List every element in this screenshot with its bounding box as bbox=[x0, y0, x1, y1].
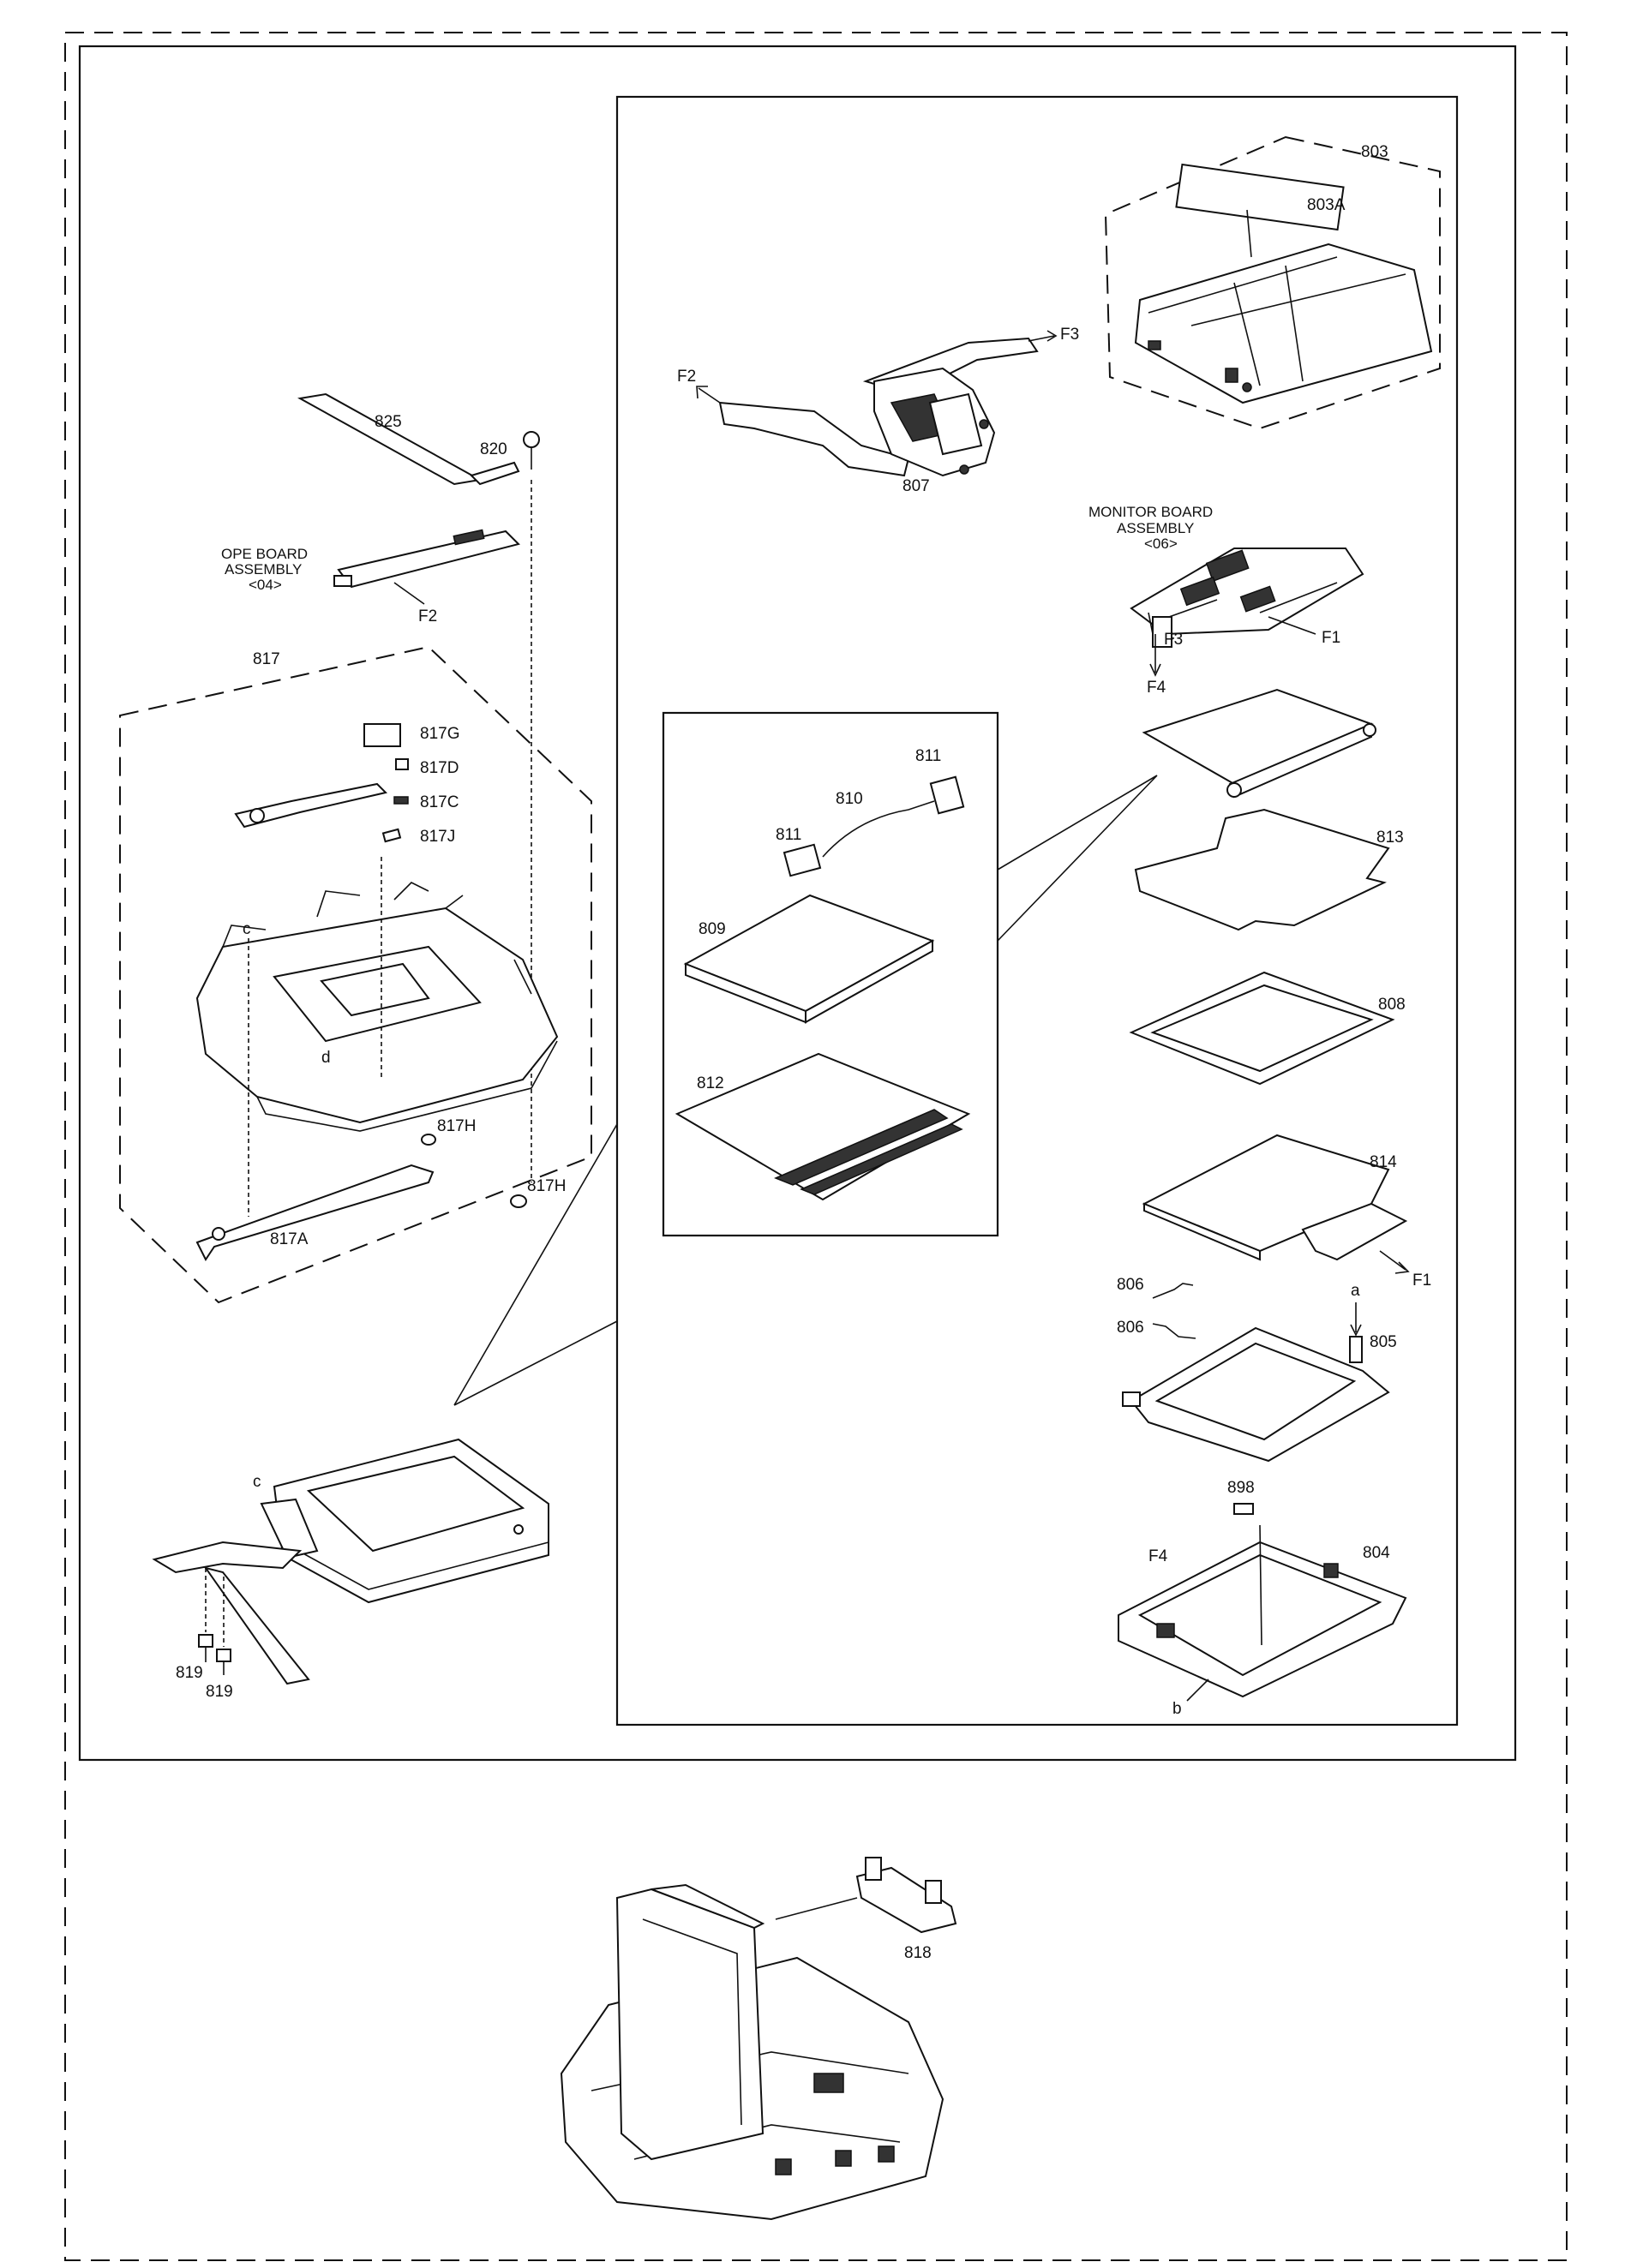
part-817h-b bbox=[510, 1194, 527, 1208]
label-f2-top: F2 bbox=[677, 368, 696, 386]
label-808: 808 bbox=[1378, 996, 1406, 1014]
label-803: 803 bbox=[1361, 143, 1388, 161]
label-f1-814: F1 bbox=[1412, 1272, 1431, 1290]
part-804-front-case bbox=[1118, 1524, 1407, 1698]
part-817c bbox=[393, 796, 409, 805]
label-817d: 817D bbox=[420, 759, 459, 777]
backlight-detail-frame bbox=[662, 711, 999, 1237]
label-d-frame: d bbox=[321, 1049, 331, 1067]
label-817j: 817J bbox=[420, 828, 455, 846]
part-817a-rail bbox=[195, 1164, 435, 1261]
part-805-chassis bbox=[1122, 1326, 1390, 1463]
label-807: 807 bbox=[902, 477, 930, 495]
part-820-bracket bbox=[470, 431, 540, 1182]
label-805: 805 bbox=[1370, 1333, 1397, 1351]
part-817d bbox=[395, 758, 409, 770]
label-c-frame: c bbox=[243, 920, 251, 938]
part-817g bbox=[363, 723, 401, 747]
label-f4-mon: F4 bbox=[1147, 679, 1166, 697]
label-819-a: 819 bbox=[176, 1664, 203, 1682]
part-813-sheet bbox=[1134, 808, 1390, 931]
label-f2-ope: F2 bbox=[418, 607, 437, 625]
label-810: 810 bbox=[836, 790, 863, 808]
label-811-a: 811 bbox=[915, 747, 941, 765]
label-f1-mon: F1 bbox=[1322, 629, 1340, 647]
monitor-board-assembly bbox=[1130, 548, 1364, 648]
part-817-group-outline bbox=[119, 645, 592, 1304]
monitor-assembly-frame bbox=[615, 95, 1459, 1726]
leader-f2-ope bbox=[393, 582, 425, 605]
label-806-a: 806 bbox=[1117, 1276, 1144, 1294]
label-898: 898 bbox=[1227, 1479, 1255, 1497]
label-a: a bbox=[1351, 1282, 1360, 1300]
part-807-hinge bbox=[718, 337, 1039, 477]
monitor-hinge-flex bbox=[152, 1498, 319, 1685]
label-f4-804: F4 bbox=[1148, 1547, 1168, 1565]
label-817h-a: 817H bbox=[437, 1117, 476, 1135]
label-817a: 817A bbox=[270, 1230, 309, 1248]
part-898-label bbox=[1233, 1503, 1254, 1515]
part-825-flex-cable bbox=[297, 392, 483, 486]
detail-callout-lines bbox=[997, 775, 1158, 942]
label-818: 818 bbox=[904, 1944, 932, 1962]
leader-b bbox=[1186, 1679, 1209, 1702]
arrow-f4-mon bbox=[1149, 634, 1161, 677]
monitor-unit bbox=[273, 1438, 549, 1604]
label-ope-board-3: <04> bbox=[249, 577, 282, 593]
label-monitor-board-3: <06> bbox=[1144, 536, 1178, 552]
part-809-light-guide bbox=[683, 894, 935, 1024]
label-814: 814 bbox=[1370, 1153, 1397, 1171]
label-b: b bbox=[1172, 1700, 1182, 1718]
part-817-rail bbox=[234, 782, 387, 829]
label-f3-top: F3 bbox=[1060, 326, 1079, 344]
part-803-rear-case bbox=[1104, 135, 1441, 430]
label-monitor-board-1: MONITOR BOARD bbox=[1088, 504, 1213, 520]
part-808-frame bbox=[1129, 971, 1395, 1086]
label-819-b: 819 bbox=[206, 1683, 233, 1701]
label-804: 804 bbox=[1363, 1544, 1390, 1562]
part-818-hinge-cover bbox=[855, 1857, 957, 1934]
label-811-b: 811 bbox=[776, 826, 801, 844]
label-809: 809 bbox=[699, 920, 726, 938]
part-806-springs bbox=[1152, 1283, 1196, 1339]
part-817h-a bbox=[421, 1134, 436, 1146]
main-assembly-frame bbox=[78, 45, 1517, 1762]
assembled-camcorder-view bbox=[560, 1883, 944, 2221]
part-backlight-frame bbox=[1142, 688, 1376, 799]
part-812-diffuser bbox=[675, 1052, 971, 1201]
label-806-b: 806 bbox=[1117, 1319, 1144, 1337]
leader-f1-mon bbox=[1268, 616, 1316, 635]
label-ope-board-1: OPE BOARD bbox=[221, 546, 308, 562]
label-c-monitor: c bbox=[253, 1473, 261, 1491]
label-825: 825 bbox=[375, 413, 402, 431]
arrow-f1-814 bbox=[1379, 1250, 1410, 1274]
label-817c: 817C bbox=[420, 793, 459, 811]
part-810-cable bbox=[783, 775, 965, 877]
part-817j bbox=[381, 828, 402, 843]
arrow-a bbox=[1350, 1302, 1362, 1337]
ope-board-assembly bbox=[333, 529, 520, 589]
part-819-screws bbox=[198, 1568, 231, 1675]
label-803a: 803A bbox=[1307, 196, 1346, 214]
part-817-main-frame bbox=[195, 857, 559, 1217]
label-817: 817 bbox=[253, 650, 280, 668]
label-817g: 817G bbox=[420, 725, 459, 743]
arrow-f3-top bbox=[1028, 330, 1058, 342]
part-814-lcd bbox=[1142, 1134, 1408, 1261]
label-f3-mon: F3 bbox=[1164, 631, 1183, 649]
label-820: 820 bbox=[480, 440, 507, 458]
label-ope-board-2: ASSEMBLY bbox=[225, 561, 302, 577]
leader-818 bbox=[775, 1897, 858, 1920]
label-monitor-board-2: ASSEMBLY bbox=[1117, 520, 1194, 536]
label-813: 813 bbox=[1376, 829, 1404, 847]
label-817h-b: 817H bbox=[527, 1177, 566, 1195]
label-812: 812 bbox=[697, 1074, 724, 1092]
monitor-callout-lines bbox=[453, 1123, 618, 1406]
arrow-f2-top bbox=[696, 386, 721, 404]
